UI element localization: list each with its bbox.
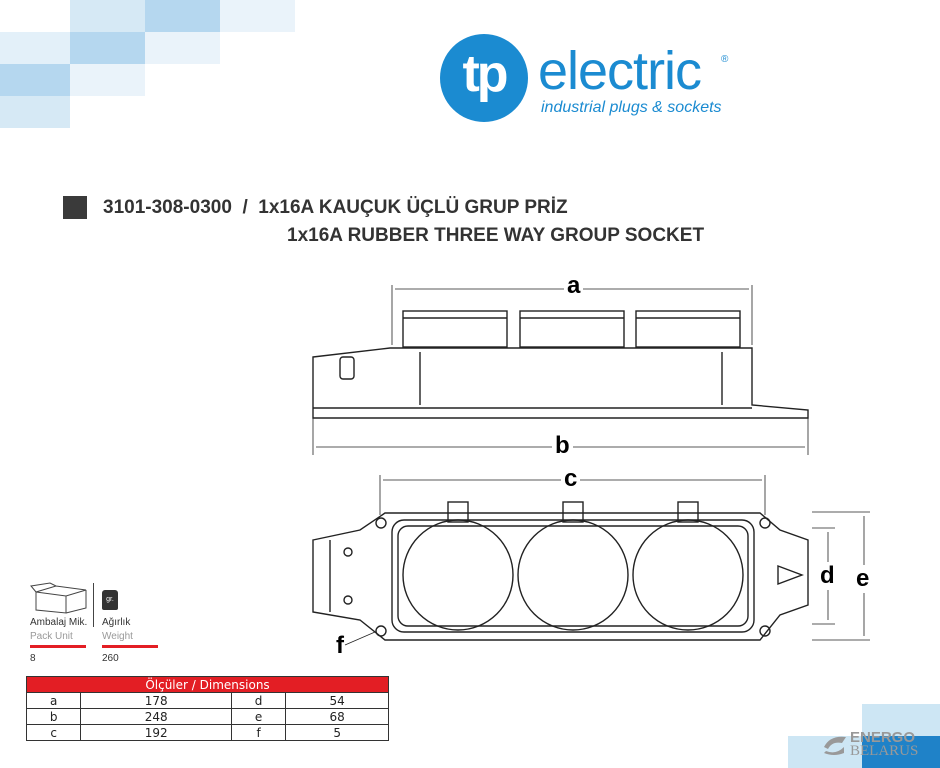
pack-label-tr: Ambalaj Mik. xyxy=(30,617,88,628)
dim-label-c: c xyxy=(561,465,581,493)
cell: 192 xyxy=(80,724,232,741)
watermark-line1: ENERGO xyxy=(850,729,916,746)
weight-label-en: Weight xyxy=(102,631,133,642)
dim-label-b: b xyxy=(552,432,573,460)
weight-value: 260 xyxy=(102,653,119,664)
pack-value: 8 xyxy=(30,653,36,664)
cell: e xyxy=(230,708,287,725)
side-view xyxy=(312,285,809,455)
weight-label-tr: Ağırlık xyxy=(102,617,131,628)
logo-tagline: industrial plugs & sockets xyxy=(541,99,722,116)
dimensions-header: Ölçüler / Dimensions xyxy=(26,676,389,693)
watermark-line2: BELARUS xyxy=(850,743,919,759)
dim-label-a: a xyxy=(564,272,584,300)
logo-mark: tp xyxy=(440,34,528,122)
cell: a xyxy=(25,692,82,709)
cell: d xyxy=(230,692,287,709)
watermark-logo-icon xyxy=(824,736,846,755)
logo-registered: ® xyxy=(721,54,729,65)
product-title-tr: 3101-308-0300 / 1x16A KAUÇUK ÜÇLÜ GRUP P… xyxy=(103,197,568,218)
pack-underline xyxy=(30,645,86,648)
dim-label-f: f xyxy=(336,632,344,659)
weight-underline xyxy=(102,645,158,648)
box-icon xyxy=(30,582,87,614)
dim-label-e: e xyxy=(856,565,870,593)
logo-word: electric xyxy=(538,41,702,101)
title-bullet xyxy=(63,196,87,219)
cell: f xyxy=(230,724,287,741)
pack-label-en: Pack Unit xyxy=(30,631,73,642)
product-title-en: 1x16A RUBBER THREE WAY GROUP SOCKET xyxy=(287,225,705,246)
dim-label-d: d xyxy=(820,562,835,590)
cell: 68 xyxy=(285,708,389,725)
cell: b xyxy=(25,708,82,725)
divider xyxy=(93,583,94,627)
weight-icon: gr. xyxy=(102,590,118,610)
cell: 248 xyxy=(80,708,232,725)
cell: 178 xyxy=(80,692,232,709)
cell: c xyxy=(25,724,82,741)
cell: 5 xyxy=(285,724,389,741)
cell: 54 xyxy=(285,692,389,709)
top-view xyxy=(312,475,870,646)
